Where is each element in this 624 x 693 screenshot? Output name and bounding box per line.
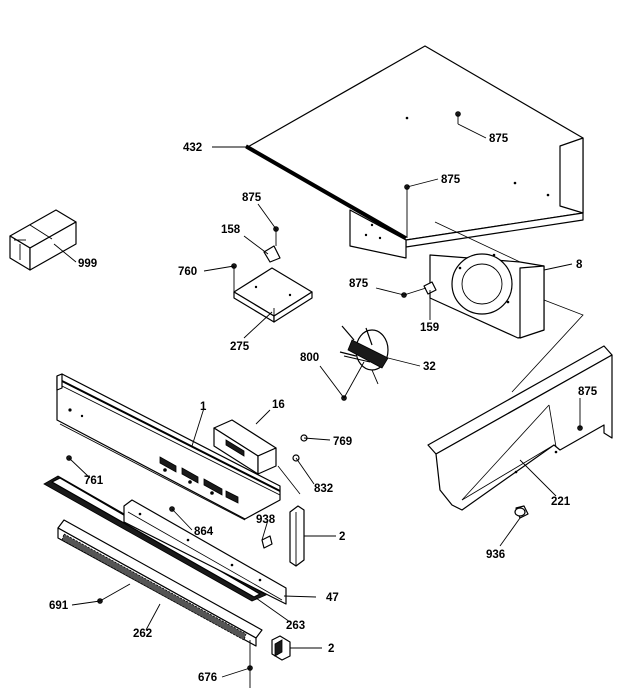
callout-432: 432 bbox=[183, 142, 202, 154]
clip-part-159 bbox=[423, 281, 437, 295]
callout-936: 936 bbox=[486, 549, 505, 561]
side-channel-part bbox=[427, 345, 613, 511]
callout-16: 16 bbox=[272, 399, 285, 411]
clip-part-938 bbox=[261, 535, 273, 549]
callout-691: 691 bbox=[49, 600, 69, 612]
callout-32: 32 bbox=[423, 361, 436, 373]
callout-263: 263 bbox=[286, 620, 305, 632]
callout-999: 999 bbox=[78, 258, 97, 270]
clip-part-158 bbox=[263, 245, 281, 263]
bushing-part-936 bbox=[514, 505, 529, 519]
inner-panel-part bbox=[123, 499, 287, 605]
control-panel-part bbox=[56, 373, 281, 521]
callout-2-lower: 2 bbox=[328, 643, 334, 655]
callout-875-right: 875 bbox=[578, 386, 598, 398]
callout-832: 832 bbox=[314, 483, 333, 495]
vent-grille-part bbox=[57, 519, 263, 647]
callout-875-bracket: 875 bbox=[242, 192, 262, 204]
callout-262: 262 bbox=[133, 628, 152, 640]
callout-47: 47 bbox=[326, 592, 339, 604]
leader-lines bbox=[53, 114, 581, 688]
callout-159: 159 bbox=[420, 322, 439, 334]
callout-8: 8 bbox=[576, 259, 583, 271]
callout-875-top2: 875 bbox=[441, 174, 461, 186]
callout-1: 1 bbox=[200, 401, 207, 413]
callout-875-fan: 875 bbox=[349, 278, 369, 290]
spacer-part-2-upper bbox=[289, 505, 305, 567]
callout-875-top1: 875 bbox=[489, 133, 509, 145]
mounting-bracket-part bbox=[233, 267, 313, 323]
spacer-part-2-lower bbox=[271, 635, 291, 661]
callout-800: 800 bbox=[300, 352, 319, 364]
fan-motor-part bbox=[339, 325, 389, 385]
callout-221: 221 bbox=[551, 496, 571, 508]
callout-676: 676 bbox=[198, 672, 217, 684]
callout-864: 864 bbox=[194, 526, 214, 538]
callout-labels: 432 875 875 875 158 760 275 999 875 159 … bbox=[49, 133, 598, 684]
callout-938: 938 bbox=[256, 514, 276, 526]
callout-760: 760 bbox=[178, 266, 197, 278]
blower-housing-part bbox=[429, 253, 584, 393]
callout-761: 761 bbox=[84, 475, 104, 487]
parts-box-part bbox=[9, 209, 77, 271]
outer-wrapper-part bbox=[245, 45, 584, 263]
callout-158: 158 bbox=[221, 224, 241, 236]
callout-2-upper: 2 bbox=[339, 531, 345, 543]
callout-275: 275 bbox=[230, 341, 250, 353]
callout-769: 769 bbox=[333, 436, 352, 448]
control-board-part bbox=[213, 419, 301, 495]
